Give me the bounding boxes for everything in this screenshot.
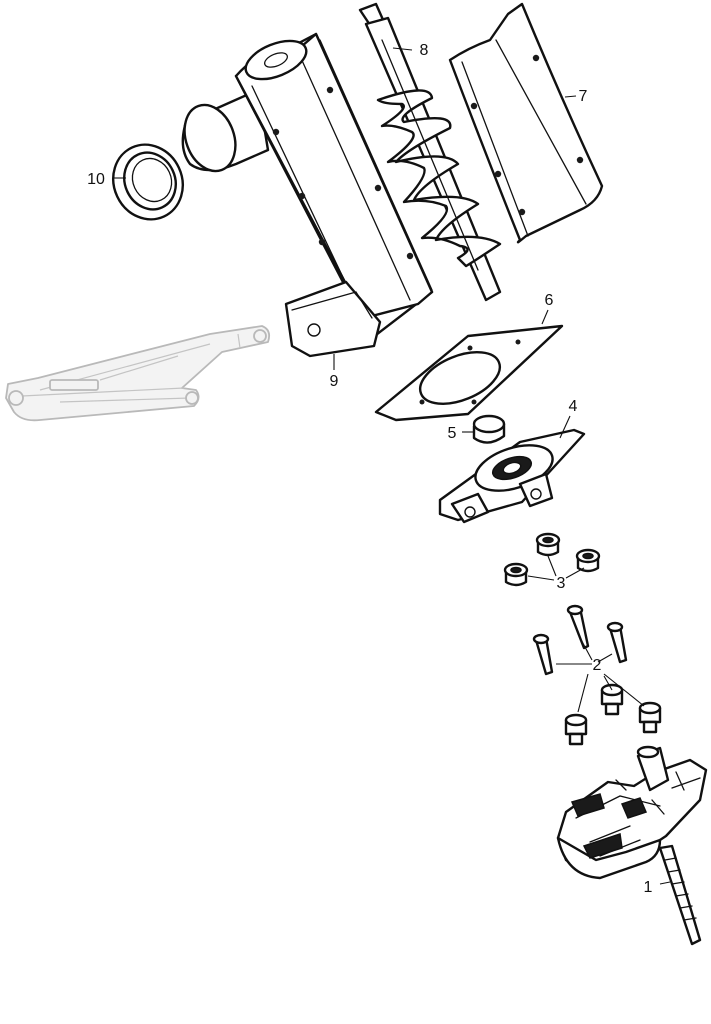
callout-7: 7 <box>579 88 588 105</box>
part-10-seal-ring <box>112 143 184 221</box>
callout-8: 8 <box>420 42 429 59</box>
leader-lines <box>113 47 671 885</box>
part-5-bushing <box>472 414 506 444</box>
ghost-arm-assembly <box>5 325 271 422</box>
callout-2: 2 <box>593 657 602 674</box>
part-3-grommets <box>503 532 601 587</box>
part-2-bolts-and-nuts <box>532 604 662 746</box>
part-8-auger-screw <box>358 2 502 302</box>
part-9-housing-tube <box>181 32 434 358</box>
callout-4: 4 <box>569 398 578 415</box>
part-4-mounting-flange <box>438 428 586 524</box>
callout-3: 3 <box>557 575 566 592</box>
callout-6: 6 <box>545 292 554 309</box>
part-6-gasket <box>374 324 564 422</box>
callout-1: 1 <box>644 879 653 896</box>
callout-9: 9 <box>330 373 339 390</box>
callout-10: 10 <box>87 171 105 188</box>
part-7-cover-plate <box>448 2 604 244</box>
callout-5: 5 <box>448 425 457 442</box>
part-1-gear-motor <box>556 745 708 946</box>
callout-labels: 1 2 3 4 5 6 7 8 9 10 <box>87 42 652 896</box>
